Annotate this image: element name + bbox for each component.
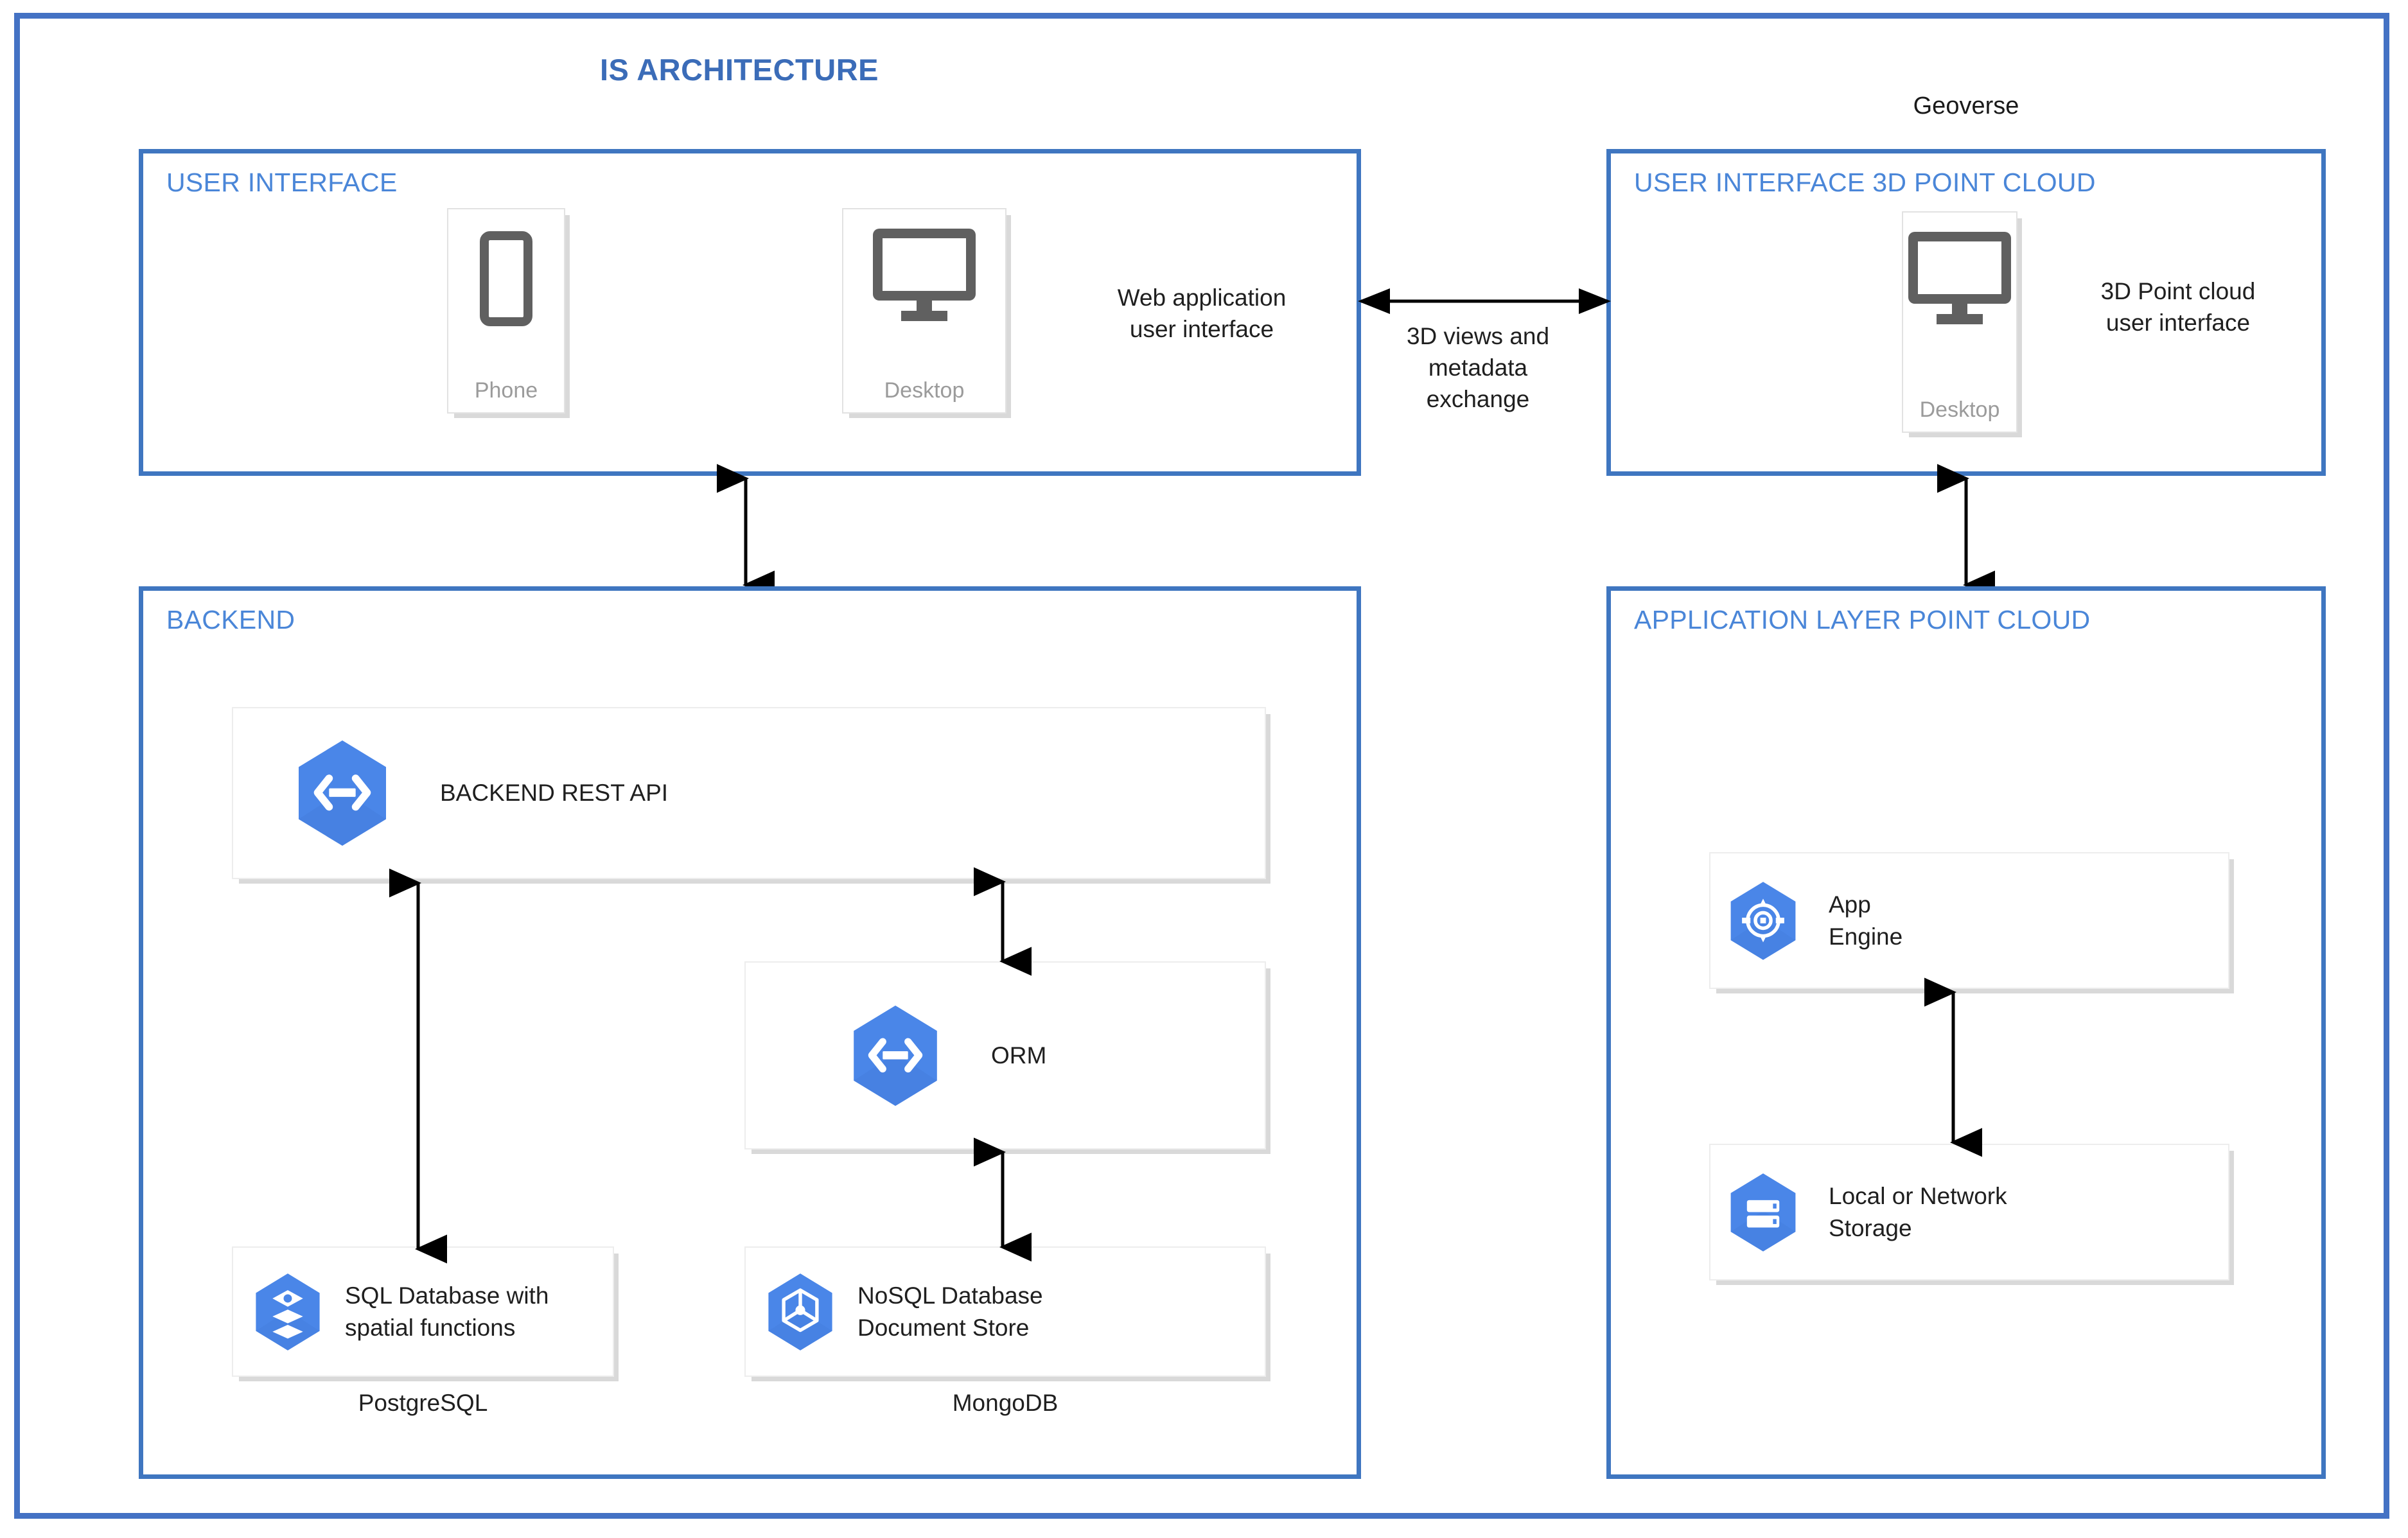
api-hexagon-icon [295,738,390,848]
connector-user-interface-to-backend [717,464,775,600]
label-web-application-user-interface: Web application user interface [1117,284,1287,343]
desktop-icon [873,229,976,322]
service-card-orm[interactable]: ORM [744,961,1266,1149]
connector-ui3d-to-application-layer [1937,464,1995,600]
connector-rest-api-to-orm [974,867,1032,976]
panel-title-ui-3d-point-cloud: USER INTERFACE 3D POINT CLOUD [1634,168,2096,197]
device-card-phone[interactable]: Phone [447,208,565,414]
desktop-icon [1908,232,2011,326]
label-3d-views-metadata-exchange: 3D views and metadata exchange [1406,323,1550,413]
app-engine-hexagon-icon [1727,880,1799,961]
connector-ui-to-3d-point-cloud [1358,288,1611,314]
service-label-backend-rest-api: BACKEND REST API [440,780,669,807]
panel-user-interface[interactable]: USER INTERFACE [139,149,1361,476]
panel-title-user-interface: USER INTERFACE [166,168,398,197]
device-card-desktop-3d[interactable]: Desktop [1902,211,2017,433]
service-label-nosql-database: NoSQL Database Document Store [857,1282,1043,1341]
service-label-orm: ORM [991,1042,1047,1069]
service-card-local-or-network-storage[interactable]: Local or Network Storage [1709,1144,2229,1280]
service-label-local-or-network-storage: Local or Network Storage [1829,1183,2007,1241]
panel-title-application-layer-point-cloud: APPLICATION LAYER POINT CLOUD [1634,605,2091,634]
device-label-phone: Phone [474,378,538,403]
device-label-desktop: Desktop [884,378,965,403]
connector-rest-api-to-sql [389,868,447,1264]
caption-postgresql: PostgreSQL [358,1390,488,1416]
connector-orm-to-nosql [974,1137,1032,1262]
geoverse-label: Geoverse [1913,92,2019,119]
service-card-sql-database[interactable]: SQL Database with spatial functions [232,1246,614,1377]
connector-app-engine-to-storage [1924,977,1982,1157]
device-label-desktop-3d: Desktop [1919,398,2000,422]
label-3d-point-cloud-user-interface: 3D Point cloud user interface [2100,278,2256,336]
diagram-outer-frame: IS ARCHITECTURE Geoverse USER INTERFACE … [14,13,2389,1519]
caption-mongodb: MongoDB [952,1390,1059,1416]
service-card-app-engine[interactable]: App Engine [1709,852,2229,989]
sql-database-hexagon-icon [252,1272,323,1352]
storage-hexagon-icon [1727,1172,1799,1253]
panel-application-layer-point-cloud[interactable]: APPLICATION LAYER POINT CLOUD [1606,586,2326,1479]
service-card-nosql-database[interactable]: NoSQL Database Document Store [744,1246,1266,1377]
page-title: IS ARCHITECTURE [600,53,879,87]
service-label-app-engine: App Engine [1829,891,1903,950]
api-hexagon-icon [850,1004,941,1108]
panel-title-backend: BACKEND [166,605,295,634]
phone-icon [480,231,532,326]
device-card-desktop[interactable]: Desktop [842,208,1006,414]
service-label-sql-database: SQL Database with spatial functions [345,1282,549,1341]
service-card-backend-rest-api[interactable]: BACKEND REST API [232,707,1266,879]
nosql-datastore-hexagon-icon [765,1272,836,1352]
